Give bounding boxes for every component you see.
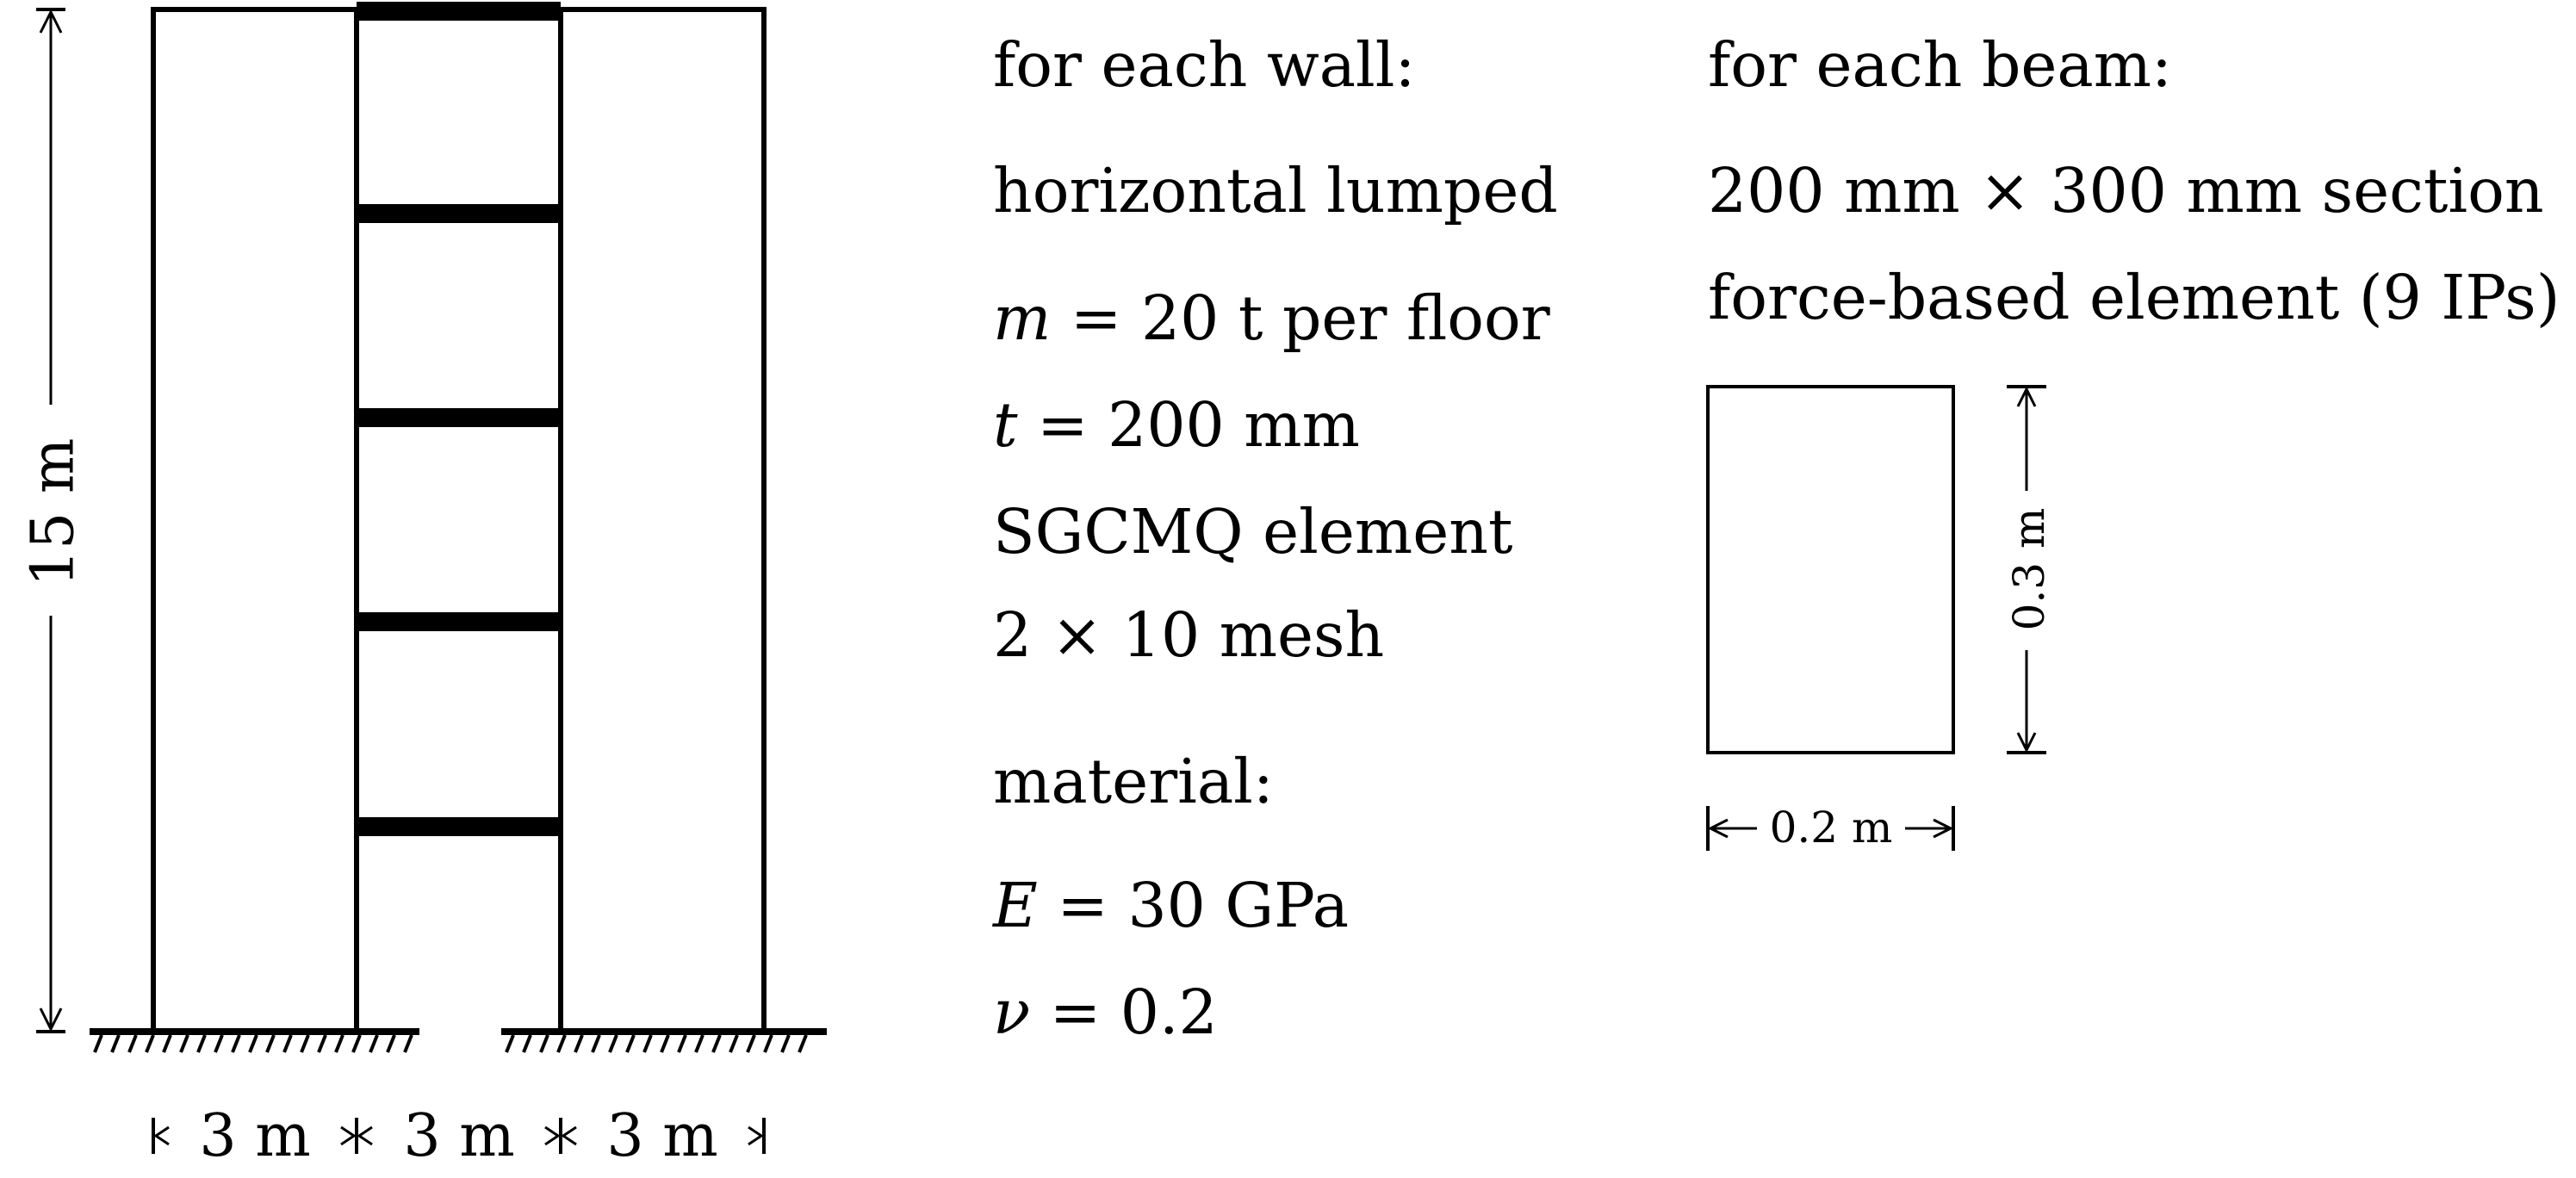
beam-cross-section: 0.3 m 0.2 m: [1706, 385, 2054, 852]
ground-hatch-mark: [625, 1034, 636, 1053]
ground-hatch-mark: [317, 1034, 327, 1053]
ground-hatch-mark: [110, 1034, 121, 1053]
beam-floor-2: [357, 612, 561, 631]
beams: [357, 2, 561, 836]
ground-hatch-mark: [127, 1034, 138, 1053]
section-height-label: 0.3 m: [2004, 508, 2054, 631]
ground-hatch-mark: [300, 1034, 310, 1053]
wall-heading: for each wall:: [993, 29, 1415, 101]
ground-hatch-mark: [798, 1034, 808, 1053]
ground-hatch-mark: [642, 1034, 653, 1053]
ground-hatch-mark: [574, 1034, 584, 1053]
bay-left-label: 3 m: [199, 1102, 310, 1170]
ground-hatch-mark: [729, 1034, 739, 1053]
ground-hatch-mark: [248, 1034, 258, 1053]
ground-hatch-mark: [179, 1034, 189, 1053]
ground-hatch-mark: [334, 1034, 345, 1053]
ground-hatch-mark: [677, 1034, 687, 1053]
beam-floor-1: [357, 817, 561, 836]
ground-hatch-mark: [556, 1034, 567, 1053]
ground-hatch-mark: [196, 1034, 207, 1053]
ground-hatch-mark: [145, 1034, 155, 1053]
beam-section: 200 mm × 300 mm section: [1708, 155, 2544, 226]
ground-hatch-mark: [763, 1034, 773, 1053]
ground-hatch-mark: [231, 1034, 241, 1053]
bay-dimensions: 3 m 3 m 3 m: [152, 1102, 766, 1170]
right-wall: [558, 7, 767, 1034]
ground-hatch-mark: [369, 1034, 379, 1053]
ground-hatch-mark: [162, 1034, 172, 1053]
ground-hatch-mark: [386, 1034, 396, 1053]
bay-right-label: 3 m: [606, 1102, 717, 1170]
beam-notes: for each beam: 200 mm × 300 mm section f…: [1708, 29, 2560, 333]
ground-hatch-mark: [93, 1034, 103, 1053]
beam-heading: for each beam:: [1708, 29, 2172, 101]
ground-hatch-mark: [505, 1034, 515, 1053]
beam-floor-3: [357, 408, 561, 427]
ground-hatch-mark: [780, 1034, 791, 1053]
ground-hatch-mark: [282, 1034, 293, 1053]
material-heading: material:: [993, 746, 1274, 817]
wall-thickness: t = 200 mm: [993, 389, 1360, 461]
wall-mass: m = 20 t per floor: [993, 282, 1550, 354]
ground-hatch-mark: [591, 1034, 601, 1053]
ground-hatch-mark: [694, 1034, 705, 1053]
frame: [151, 7, 767, 1034]
wall-mesh: 2 × 10 mesh: [993, 599, 1384, 671]
bay-middle-label: 3 m: [403, 1102, 514, 1170]
material-E: E = 30 GPa: [991, 870, 1349, 941]
ground-hatch-mark: [351, 1034, 362, 1053]
wall-element: SGCMQ element: [993, 496, 1513, 567]
ground-hatch-mark: [711, 1034, 722, 1053]
wall-lumped: horizontal lumped: [993, 155, 1558, 226]
beam-roof: [357, 2, 561, 21]
height-dimension: 15 m: [20, 8, 88, 1033]
beam-floor-4: [357, 204, 561, 223]
ground-hatch-mark: [265, 1034, 276, 1053]
ground-hatch-mark: [403, 1034, 413, 1053]
material-notes: material: E = 30 GPa ν = 0.2: [991, 746, 1349, 1048]
ground-hatch-mark: [660, 1034, 670, 1053]
ground-hatch-mark: [522, 1034, 532, 1053]
beam-element: force-based element (9 IPs): [1708, 262, 2560, 333]
ground-support-left: [90, 1028, 419, 1053]
material-nu: ν = 0.2: [993, 976, 1218, 1048]
wall-notes: for each wall: horizontal lumped m = 20 …: [993, 29, 1558, 671]
left-wall: [151, 7, 359, 1034]
ground-hatch-mark: [539, 1034, 549, 1053]
section-width-label: 0.2 m: [1770, 803, 1893, 852]
section-outline: [1706, 385, 1955, 754]
ground-support-right: [501, 1028, 827, 1053]
ground-hatch-mark: [608, 1034, 618, 1053]
height-label: 15 m: [20, 438, 88, 587]
ground-hatch-mark: [746, 1034, 756, 1053]
ground-hatch-mark: [214, 1034, 224, 1053]
